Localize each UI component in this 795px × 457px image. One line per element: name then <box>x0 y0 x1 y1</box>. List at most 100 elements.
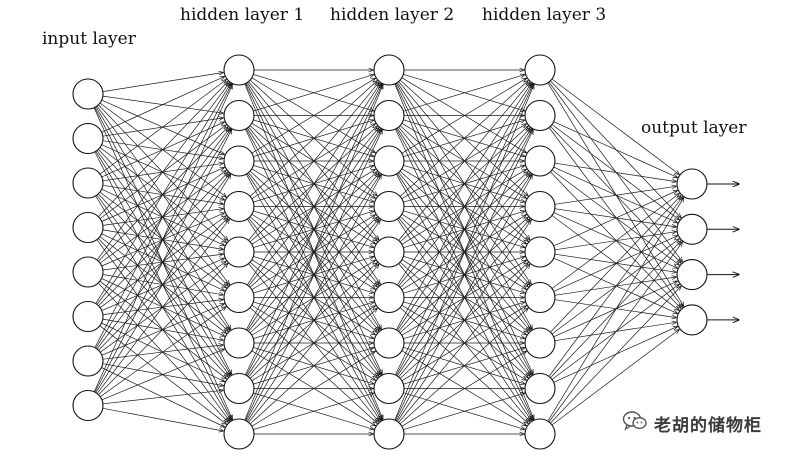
connection-edge <box>251 78 375 154</box>
watermark-text: 老胡的储物柜 <box>654 416 762 436</box>
connection-edge <box>398 264 530 423</box>
neuron-hidden-3 <box>524 145 556 177</box>
neuron-hidden-1 <box>223 281 255 314</box>
connection-edge <box>98 82 228 217</box>
neuron-hidden-3 <box>524 99 556 132</box>
neuron-group <box>72 54 708 450</box>
connection-edge <box>98 263 228 396</box>
connection-edge <box>395 175 532 422</box>
neuron-input <box>72 167 104 199</box>
connection-edge <box>551 330 679 426</box>
connection-edge <box>102 407 224 431</box>
connection-edge <box>554 162 676 181</box>
connection-edge <box>399 308 528 425</box>
neuron-hidden-2 <box>373 236 405 268</box>
connection-edge <box>102 73 223 92</box>
connection-edge <box>95 175 231 393</box>
connection-edge <box>554 208 676 227</box>
neuron-output <box>676 304 708 336</box>
neuron-hidden-2 <box>373 145 405 177</box>
connection-edge <box>96 219 229 394</box>
connection-edge <box>96 83 229 261</box>
connection-edge <box>245 130 382 421</box>
neuron-hidden-1 <box>223 372 255 405</box>
connection-edge <box>548 242 683 423</box>
connection-edge <box>253 393 373 430</box>
connection-edge <box>397 220 531 422</box>
neuron-hidden-1 <box>223 145 255 177</box>
watermark: 老胡的储物柜 <box>622 410 762 437</box>
neuron-input <box>72 211 104 244</box>
connection-edge <box>94 84 232 348</box>
connection-edge <box>550 196 681 333</box>
connection-edge <box>95 84 231 304</box>
layer-label-input: input layer <box>42 29 137 49</box>
neuron-hidden-2 <box>373 372 405 405</box>
connection-edge <box>553 166 678 223</box>
neuron-input <box>72 389 104 422</box>
neuron-hidden-1 <box>223 236 255 268</box>
neuron-hidden-3 <box>524 190 556 223</box>
output-arrow-group <box>707 184 739 320</box>
connection-edge <box>395 130 533 421</box>
connection-edge <box>551 194 679 289</box>
connection-edge <box>249 81 377 197</box>
neuron-hidden-1 <box>223 418 255 450</box>
neuron-hidden-3 <box>524 418 556 450</box>
connection-edge <box>253 75 373 112</box>
connection-edge <box>397 83 531 286</box>
connection-edge <box>553 257 678 313</box>
neuron-hidden-3 <box>524 372 556 405</box>
neuron-hidden-1 <box>223 54 255 86</box>
connection-edge <box>245 85 382 376</box>
connection-edge <box>99 80 226 175</box>
connection-edge <box>101 77 225 133</box>
neuron-input <box>72 122 104 155</box>
connection-edge <box>247 83 380 286</box>
neuron-hidden-3 <box>524 236 556 268</box>
connection-edge <box>395 84 532 331</box>
wechat-icon <box>622 410 648 437</box>
connection-edge <box>553 121 678 178</box>
connection-edge <box>403 75 524 112</box>
connection-edge <box>551 78 679 174</box>
layer-label-hidden-1: hidden layer 1 <box>180 5 304 25</box>
connection-edge <box>550 286 681 424</box>
layer-label-output: output layer <box>641 118 747 138</box>
neuron-input <box>72 300 104 333</box>
connection-edge <box>94 130 232 393</box>
neuron-hidden-2 <box>373 99 405 132</box>
layer-label-hidden-2: hidden layer 2 <box>330 5 454 25</box>
neuron-output <box>676 259 708 291</box>
connection-group <box>93 70 684 434</box>
neuron-input <box>72 345 104 377</box>
connection-edge <box>398 82 530 241</box>
connection-edge <box>248 82 379 241</box>
neuron-input <box>72 78 104 110</box>
neuron-hidden-2 <box>373 281 405 314</box>
connection-edge <box>99 307 226 398</box>
connection-edge <box>249 308 377 425</box>
connection-edge <box>547 198 684 422</box>
connection-edge <box>394 85 534 421</box>
layer-label-hidden-3: hidden layer 3 <box>482 5 606 25</box>
neuron-hidden-1 <box>223 327 255 359</box>
connection-edge <box>403 393 524 431</box>
connection-edge <box>248 264 379 423</box>
neuron-hidden-1 <box>223 99 255 132</box>
connection-edge <box>553 212 678 269</box>
neuron-output <box>676 213 708 245</box>
connection-edge <box>401 78 527 154</box>
neuron-hidden-3 <box>524 54 556 86</box>
connection-edge <box>245 84 381 331</box>
neuron-hidden-2 <box>373 327 405 359</box>
connection-edge <box>554 186 676 205</box>
neuron-hidden-1 <box>223 190 255 223</box>
neuron-hidden-2 <box>373 418 405 450</box>
neuron-hidden-2 <box>373 190 405 223</box>
connection-edge <box>101 349 224 401</box>
connection-edge <box>395 85 533 376</box>
neuron-hidden-2 <box>373 54 405 86</box>
connection-edge <box>548 197 683 377</box>
